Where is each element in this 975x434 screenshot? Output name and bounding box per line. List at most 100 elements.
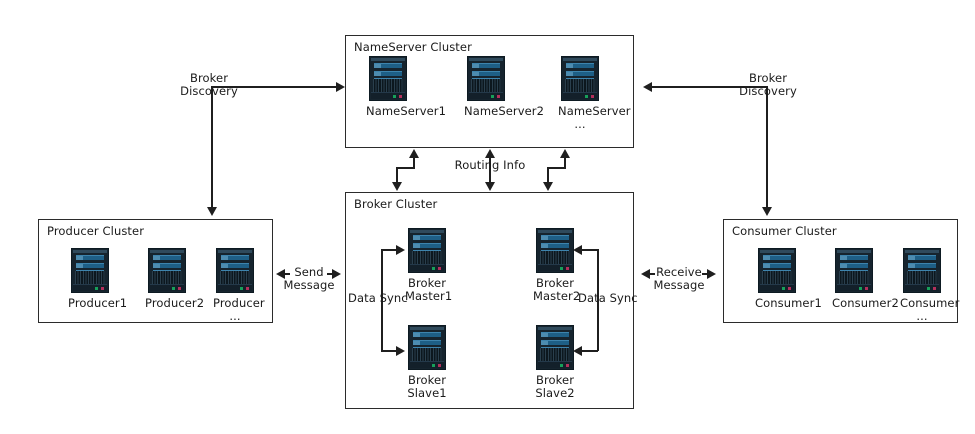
broker-cluster-box: Broker Cluster xyxy=(345,192,634,409)
node-nameserver1: NameServer1 xyxy=(366,56,446,118)
node-label: Consumer2 xyxy=(832,296,899,310)
routing-info-center-arrowhead-down xyxy=(485,182,495,191)
send-message-label: Send Message xyxy=(283,265,335,292)
node-label: Consumer1 xyxy=(755,296,822,310)
status-led-red xyxy=(100,286,104,290)
routing-info-right-up-leg xyxy=(564,157,566,168)
send-message-arrowhead-right xyxy=(332,269,341,279)
data-sync-right-branch-master xyxy=(582,249,598,251)
broker-discovery-right-arrowhead-consumer xyxy=(762,207,772,216)
routing-info-right-arrowhead-down xyxy=(543,182,553,191)
node-label: Producer1 xyxy=(68,296,128,310)
receive-message-line-left xyxy=(650,273,655,275)
node-label: NameServer2 xyxy=(464,104,545,118)
routing-info-label: Routing Info xyxy=(454,158,526,172)
status-led-green xyxy=(431,363,435,367)
node-label: Broker Slave1 xyxy=(407,373,447,400)
server-rack-icon xyxy=(216,248,254,293)
producer-cluster-title: Producer Cluster xyxy=(47,224,145,238)
node-label: NameServer ... xyxy=(558,104,631,131)
server-rack-icon xyxy=(148,248,186,293)
data-sync-left-arrowhead-slave1 xyxy=(396,346,405,356)
status-led-red xyxy=(437,363,441,367)
receive-message-arrowhead-left xyxy=(641,269,650,279)
status-led-red xyxy=(496,94,500,98)
send-message-arrowhead-left xyxy=(276,269,285,279)
data-sync-right-arrowhead-master2 xyxy=(573,245,582,255)
status-led-green xyxy=(94,286,98,290)
node-label: Producer ... xyxy=(213,296,265,323)
status-led-green xyxy=(559,266,563,270)
broker-discovery-left-arrowhead-ns xyxy=(336,82,345,92)
broker-discovery-left-arrowhead-producer xyxy=(207,207,217,216)
server-rack-icon xyxy=(561,56,599,101)
data-sync-right-trunk xyxy=(597,249,599,351)
routing-info-left-join xyxy=(396,167,415,169)
status-led-green xyxy=(171,286,175,290)
status-led-green xyxy=(926,286,930,290)
server-rack-icon xyxy=(408,228,446,273)
server-rack-icon xyxy=(467,56,505,101)
receive-message-label: Receive Message xyxy=(653,265,705,292)
status-led-green xyxy=(781,286,785,290)
routing-info-left-arrowhead-up xyxy=(409,149,419,158)
send-message-line-left xyxy=(285,273,290,275)
node-nameserver2: NameServer2 xyxy=(464,56,545,118)
server-rack-icon xyxy=(71,248,109,293)
producer-cluster-box: Producer Cluster xyxy=(38,219,273,323)
node-consumer2: Consumer2 xyxy=(832,248,899,310)
node-broker-slave1: Broker Slave1 xyxy=(405,325,449,399)
broker-discovery-left-label: Broker Discovery xyxy=(180,71,238,98)
broker-cluster-title: Broker Cluster xyxy=(354,197,438,211)
consumer-cluster-title: Consumer Cluster xyxy=(732,224,837,238)
status-led-red xyxy=(932,286,936,290)
node-label: Producer2 xyxy=(145,296,205,310)
broker-discovery-right-arrowhead-ns xyxy=(643,82,652,92)
node-label: Broker Master2 xyxy=(533,276,581,303)
routing-info-center-arrowhead-up xyxy=(485,149,495,158)
node-producer2: Producer2 xyxy=(145,248,205,310)
routing-info-center-line xyxy=(489,157,491,183)
data-sync-right-label: Data Sync xyxy=(578,291,638,305)
data-sync-left-trunk xyxy=(381,249,383,351)
node-label: Consumer ... xyxy=(900,296,960,323)
data-sync-right-branch-slave xyxy=(582,350,598,352)
routing-info-right-arrowhead-up xyxy=(560,149,570,158)
consumer-cluster-box: Consumer Cluster xyxy=(723,219,958,323)
status-led-red xyxy=(245,286,249,290)
data-sync-left-label: Data Sync xyxy=(348,291,408,305)
nameserver-cluster-box: NameServer Cluster xyxy=(345,35,634,148)
server-rack-icon xyxy=(758,248,796,293)
node-broker-slave2: Broker Slave2 xyxy=(533,325,577,399)
broker-discovery-left-v-line xyxy=(211,86,213,207)
status-led-red xyxy=(590,94,594,98)
node-nameserver-more: NameServer ... xyxy=(558,56,631,131)
server-rack-icon xyxy=(835,248,873,293)
status-led-green xyxy=(559,363,563,367)
broker-discovery-right-label: Broker Discovery xyxy=(739,71,797,98)
broker-discovery-left-h-line xyxy=(212,86,337,88)
data-sync-right-arrowhead-slave2 xyxy=(573,346,582,356)
routing-info-left-down-leg xyxy=(396,167,398,183)
routing-info-left-up-leg xyxy=(413,157,415,168)
node-broker-master1: Broker Master1 xyxy=(405,228,452,302)
data-sync-left-branch-master xyxy=(381,249,397,251)
server-rack-icon xyxy=(369,56,407,101)
status-led-green xyxy=(392,94,396,98)
node-broker-master2: Broker Master2 xyxy=(533,228,581,303)
node-producer1: Producer1 xyxy=(68,248,128,310)
status-led-green xyxy=(431,266,435,270)
status-led-red xyxy=(437,266,441,270)
broker-discovery-right-h-line xyxy=(652,86,767,88)
status-led-red xyxy=(864,286,868,290)
status-led-red xyxy=(565,363,569,367)
status-led-green xyxy=(239,286,243,290)
receive-message-arrowhead-right xyxy=(707,269,716,279)
broker-discovery-right-v-line xyxy=(766,86,768,207)
server-rack-icon xyxy=(536,228,574,273)
status-led-red xyxy=(787,286,791,290)
node-label: Broker Slave2 xyxy=(535,373,575,400)
server-rack-icon xyxy=(903,248,941,293)
routing-info-right-join xyxy=(547,167,566,169)
